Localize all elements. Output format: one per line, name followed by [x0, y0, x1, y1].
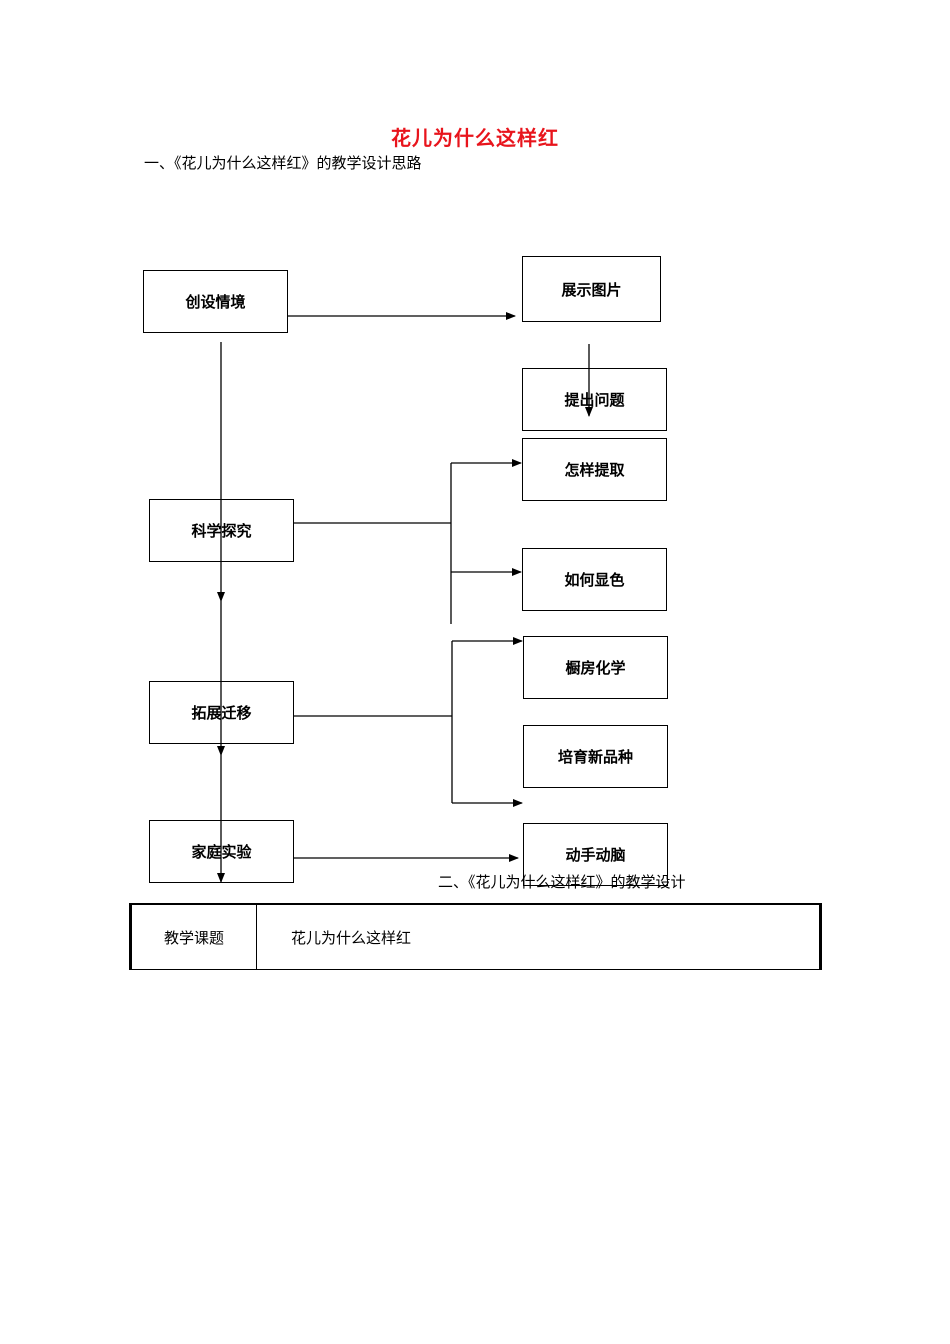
flow-box-create-situation: 创设情境 — [143, 270, 288, 333]
flow-box-how-to-color: 如何显色 — [522, 548, 667, 611]
section-2-heading: 二、《花儿为什么这样红》的教学设计 — [438, 873, 686, 891]
page-title: 花儿为什么这样红 — [391, 126, 559, 150]
flow-box-kitchen-chemistry: 橱房化学 — [523, 636, 668, 699]
flow-box-show-pictures: 展示图片 — [522, 256, 661, 322]
table-row: 教学课题 花儿为什么这样红 — [130, 904, 821, 970]
lesson-info-table: 教学课题 花儿为什么这样红 — [129, 903, 822, 970]
section-1-heading: 一、《花儿为什么这样红》的教学设计思路 — [144, 154, 422, 172]
flow-box-scientific-inquiry: 科学探究 — [149, 499, 294, 562]
table-value-cell: 花儿为什么这样红 — [291, 928, 412, 947]
flow-box-how-to-extract: 怎样提取 — [522, 438, 667, 501]
table-label-cell: 教学课题 — [130, 904, 257, 970]
flow-box-raise-questions: 提出问题 — [522, 368, 667, 431]
flow-box-home-experiment: 家庭实验 — [149, 820, 294, 883]
flow-box-breed-new-variety: 培育新品种 — [523, 725, 668, 788]
flow-box-hands-on: 动手动脑 — [523, 823, 668, 886]
flow-box-extension-transfer: 拓展迁移 — [149, 681, 294, 744]
